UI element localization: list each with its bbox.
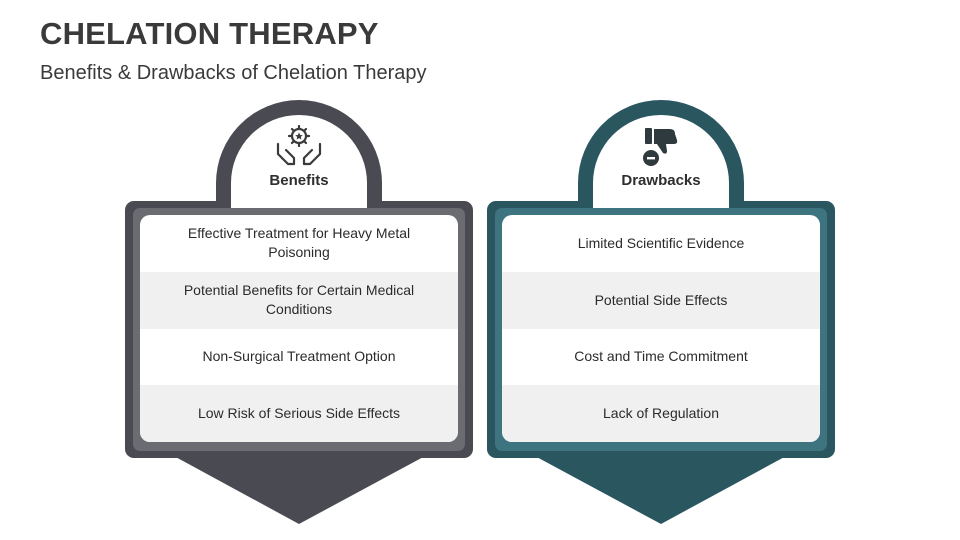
drawbacks-list: Limited Scientific Evidence Potential Si…	[502, 215, 820, 442]
drawbacks-chevron	[533, 455, 788, 524]
drawbacks-arch-gap	[593, 200, 729, 208]
benefits-outer-frame	[125, 201, 473, 458]
benefits-arch-gap	[231, 200, 367, 208]
benefits-arch	[216, 100, 382, 210]
drawbacks-inner-frame	[495, 208, 827, 451]
benefits-chevron	[172, 455, 427, 524]
thumbs-down-icon	[643, 128, 678, 166]
list-item: Non-Surgical Treatment Option	[202, 348, 396, 365]
drawbacks-label: Drawbacks	[621, 172, 701, 189]
drawbacks-arch	[578, 100, 744, 210]
list-item: Potential Benefits for Certain Medical C…	[140, 271, 458, 329]
page-subtitle: Benefits & Drawbacks of Chelation Therap…	[40, 62, 427, 84]
benefits-inner-frame	[133, 208, 465, 451]
page-title: CHELATION THERAPY	[40, 16, 379, 51]
drawbacks-arch-inner	[593, 115, 729, 210]
list-item: Potential Side Effects	[502, 271, 820, 329]
benefits-list: Effective Treatment for Heavy Metal Pois…	[140, 215, 458, 442]
benefits-label: Benefits	[269, 172, 329, 189]
list-item: Limited Scientific Evidence	[577, 234, 745, 251]
list-item: Effective Treatment for Heavy Metal Pois…	[187, 225, 411, 261]
list-item: Cost and Time Commitment	[574, 348, 748, 365]
drawbacks-outer-frame	[487, 201, 835, 458]
list-item: Low Risk of Serious Side Effects	[140, 385, 458, 442]
list-item: Lack of Regulation	[502, 385, 820, 442]
benefits-arch-inner	[231, 115, 367, 210]
hands-gear-icon	[276, 124, 322, 166]
